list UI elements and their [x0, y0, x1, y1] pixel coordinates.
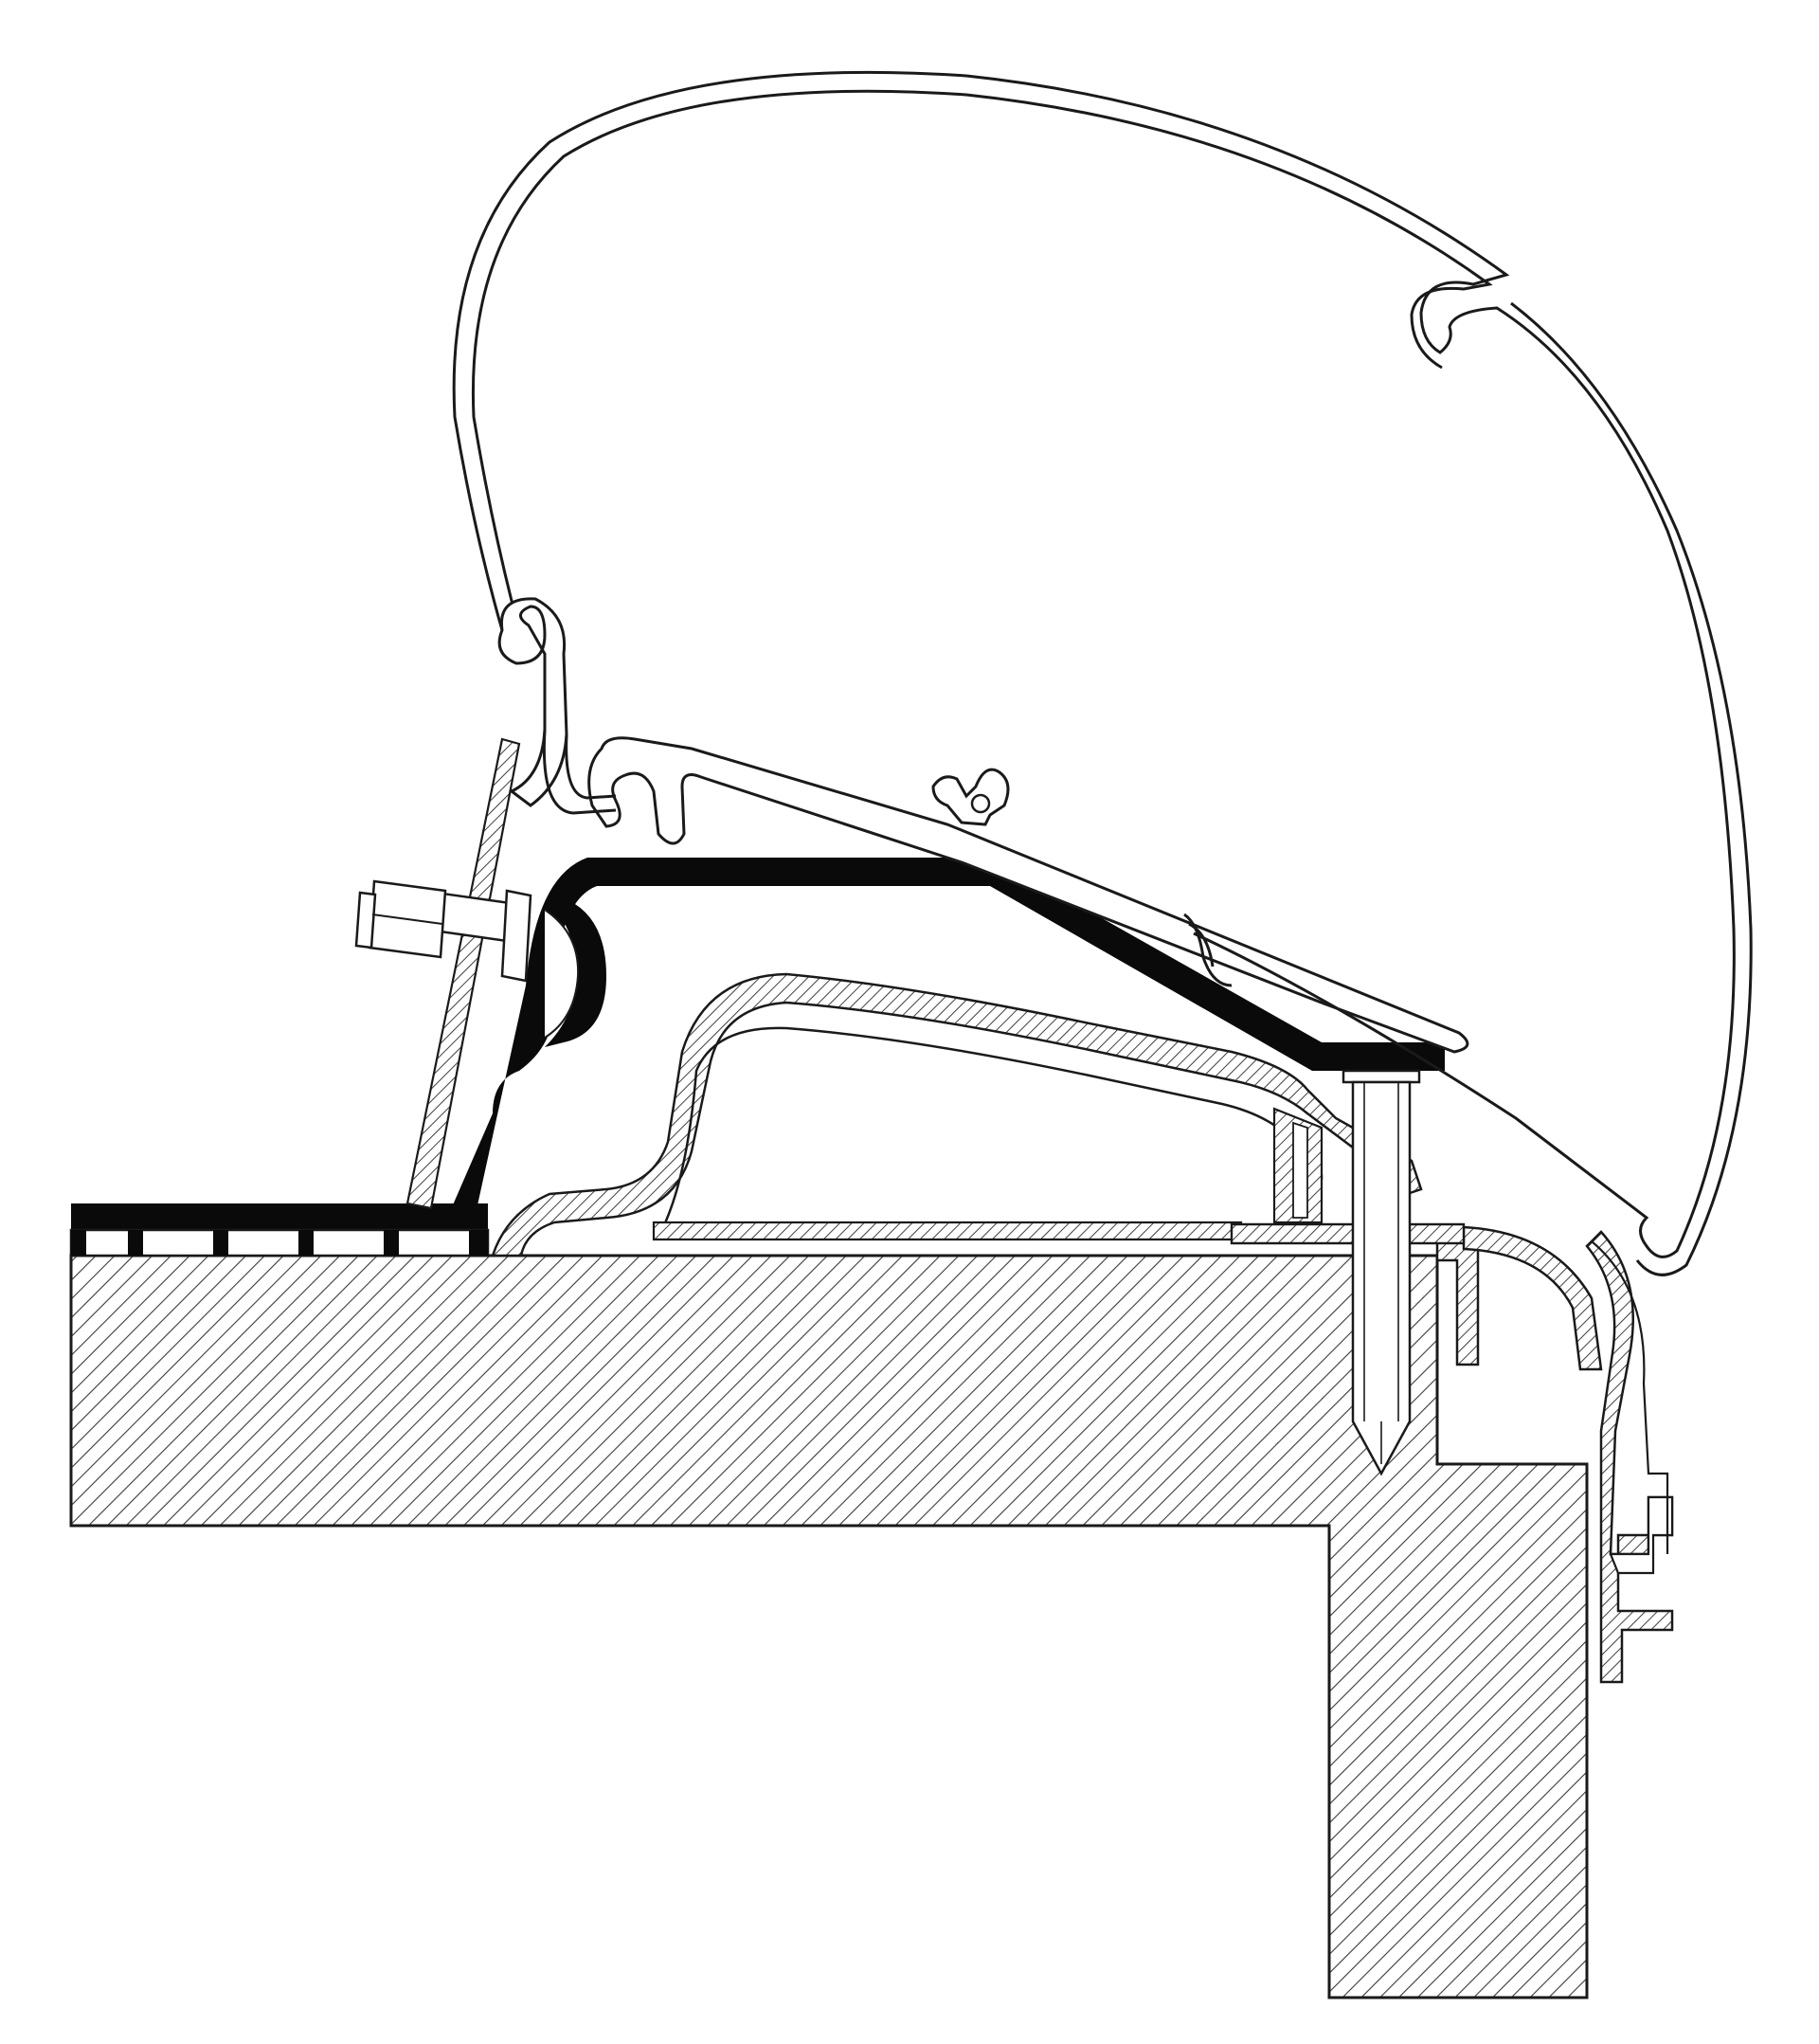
roof-base-strip [652, 1221, 1466, 1245]
wall-keder-rail [1585, 1230, 1674, 1684]
adapter-rail [587, 736, 1469, 1054]
support-block [1272, 1107, 1324, 1224]
angled-plate [405, 737, 521, 1210]
mounting-plate [69, 1203, 490, 1257]
corner-trim-profile [1435, 1225, 1603, 1371]
roof-panel [69, 1254, 1589, 1999]
mounting-bracket [407, 858, 1445, 1222]
awning-cassette [452, 70, 1753, 1276]
bolt-and-nut [354, 879, 532, 983]
tapping-screw [1342, 1069, 1421, 1476]
roof-rail-profile [491, 972, 1423, 1257]
